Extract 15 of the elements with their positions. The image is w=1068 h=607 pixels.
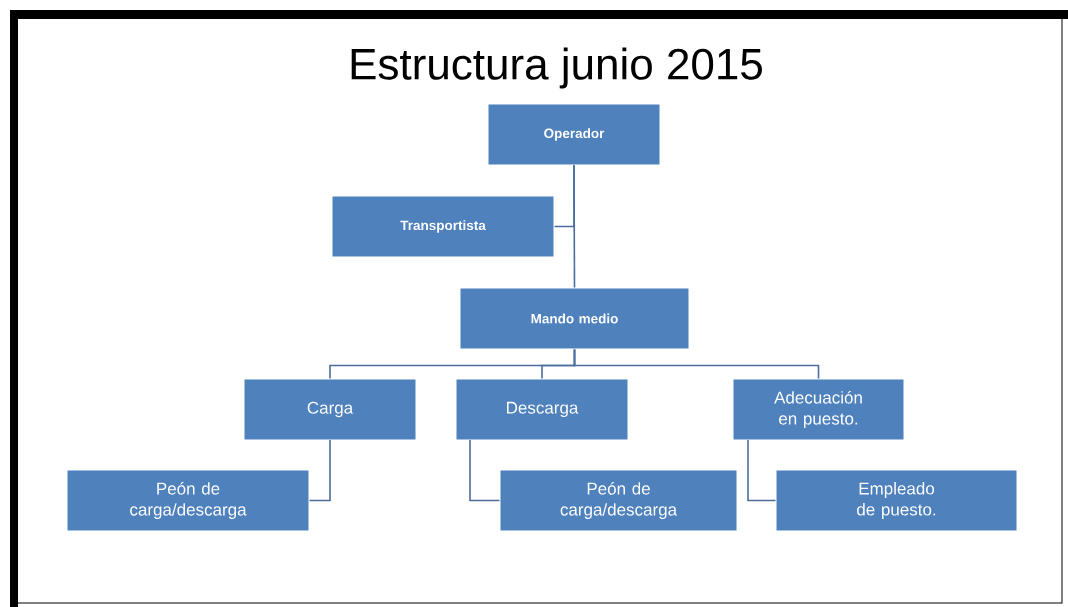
org-box: Descarga bbox=[455, 378, 629, 441]
org-box: Carga bbox=[243, 378, 417, 441]
org-box: Transportista bbox=[331, 195, 555, 258]
org-box: Empleado de puesto. bbox=[775, 469, 1018, 532]
connector-line bbox=[747, 439, 777, 502]
connector-line bbox=[308, 439, 331, 502]
title: Estructura junio 2015 bbox=[351, 47, 762, 89]
org-box: Peón de carga/descarga bbox=[499, 469, 738, 532]
connector-line bbox=[469, 439, 501, 502]
org-box: Operador bbox=[487, 103, 661, 166]
connector-line bbox=[553, 164, 575, 228]
org-box: Peón de carga/descarga bbox=[66, 469, 310, 532]
org-box: Mando medio bbox=[459, 287, 690, 350]
connector-line bbox=[573, 348, 820, 380]
org-box: Adecuación en puesto. bbox=[732, 378, 905, 441]
